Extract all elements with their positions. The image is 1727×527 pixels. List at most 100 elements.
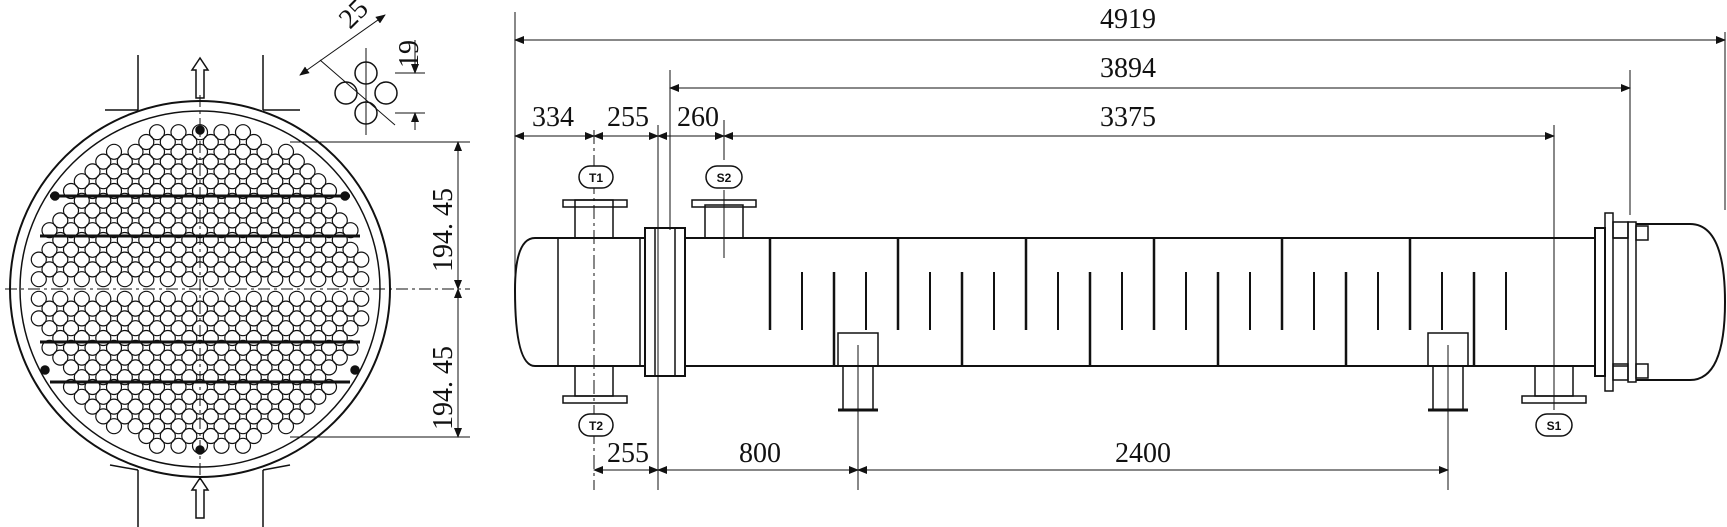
- overall-length-label: 4919: [1100, 4, 1156, 35]
- tie-rod-bottom-dot: [195, 445, 205, 455]
- tube-hole: [105, 378, 123, 396]
- tube-hole: [191, 359, 209, 376]
- tube-hole: [202, 349, 219, 366]
- tube-hole: [73, 329, 90, 347]
- tube-hole: [256, 202, 273, 219]
- tube-hole: [202, 388, 219, 405]
- tube-hole: [62, 320, 80, 337]
- tube-hole: [41, 300, 58, 317]
- right-flange-a: [1604, 212, 1614, 392]
- tube-hole: [234, 261, 252, 278]
- tube-hole: [234, 398, 252, 415]
- tube-hole: [202, 408, 219, 425]
- tube-hole: [202, 231, 219, 249]
- tubesheet-flange: [644, 227, 686, 377]
- tube-hole: [256, 398, 273, 415]
- tube-hole: [84, 359, 101, 376]
- tube-hole: [288, 290, 305, 307]
- tube-hole: [105, 359, 123, 376]
- tube-hole: [267, 310, 284, 327]
- tie-rod-dot: [40, 365, 50, 375]
- tube-hole: [191, 163, 209, 180]
- tube-hole: [202, 271, 219, 288]
- tube-hole: [138, 408, 155, 425]
- tube-hole: [73, 251, 90, 268]
- tube-hole: [224, 427, 241, 445]
- tube-hole: [84, 261, 101, 278]
- bolt-top: [1612, 221, 1629, 239]
- tube-hole: [116, 271, 133, 288]
- tube-hole: [353, 290, 370, 307]
- tube-hole: [105, 300, 123, 317]
- tube-hole: [181, 133, 198, 151]
- tube-hole: [213, 163, 230, 180]
- tube-hole: [41, 261, 58, 278]
- tube-hole: [245, 388, 262, 405]
- tube-hole: [310, 212, 327, 229]
- side-dimensions: [514, 12, 1726, 490]
- tube-hole: [267, 349, 284, 366]
- tube-hole: [299, 378, 316, 396]
- tube-hole: [277, 182, 295, 200]
- tube-hole: [245, 427, 262, 445]
- tube-hole: [138, 349, 155, 366]
- tube-hole: [159, 271, 176, 288]
- tube-hole: [41, 339, 58, 356]
- tie-rod-dot: [50, 191, 60, 201]
- tube-hole: [62, 378, 80, 396]
- tube-hole: [224, 212, 241, 229]
- tag-t1: T1: [589, 171, 603, 185]
- tube-hole: [213, 339, 230, 356]
- seg-334-label: 334: [532, 102, 574, 133]
- tube-hole: [105, 261, 123, 278]
- tube-hole: [84, 378, 101, 396]
- tube-hole: [342, 339, 359, 356]
- tube-hole: [127, 182, 144, 200]
- tube-hole: [84, 163, 101, 180]
- tube-hole: [299, 163, 316, 180]
- tube-hole: [62, 222, 80, 239]
- tube-hole: [159, 153, 176, 170]
- flow-out-arrow-icon: [190, 476, 210, 519]
- tube-hole: [191, 320, 209, 337]
- tube-hole: [353, 271, 370, 288]
- tube-hole: [288, 271, 305, 288]
- tube-hole: [320, 300, 338, 317]
- tube-hole: [95, 369, 112, 386]
- tube-hole: [342, 222, 359, 239]
- tube-hole: [310, 192, 327, 209]
- tube-hole: [213, 418, 230, 435]
- tube-hole: [234, 182, 252, 200]
- tube-hole: [213, 143, 230, 160]
- tube-hole: [234, 163, 252, 180]
- tube-hole: [331, 290, 348, 307]
- nozzle-t1-flange: [562, 199, 628, 208]
- tube-hole: [213, 320, 230, 337]
- tie-rod-top-dot: [195, 125, 205, 135]
- tube-hole: [299, 182, 316, 200]
- tube-hole: [84, 320, 101, 337]
- tube-hole: [342, 320, 359, 337]
- tube-hole: [73, 173, 90, 190]
- tube-hole: [148, 182, 166, 200]
- tube-hole: [52, 290, 69, 307]
- tube-hole: [320, 261, 338, 278]
- tube-hole: [159, 369, 176, 386]
- tube-hole: [52, 212, 69, 229]
- tube-hole: [191, 339, 209, 356]
- tube-hole: [95, 408, 112, 425]
- tube-hole: [277, 143, 295, 160]
- tube-hole: [73, 290, 90, 307]
- tube-hole: [127, 163, 144, 180]
- tube-hole: [342, 261, 359, 278]
- tube-hole: [159, 133, 176, 151]
- tube-hole: [181, 192, 198, 209]
- upper-row-label: 194. 45: [428, 188, 459, 272]
- tube-hole: [224, 310, 241, 327]
- tube-hole: [138, 290, 155, 307]
- tube-hole: [234, 300, 252, 317]
- tube-hole: [127, 143, 144, 160]
- tube-hole: [138, 231, 155, 249]
- tube-hole: [234, 143, 252, 160]
- tube-hole: [30, 290, 47, 307]
